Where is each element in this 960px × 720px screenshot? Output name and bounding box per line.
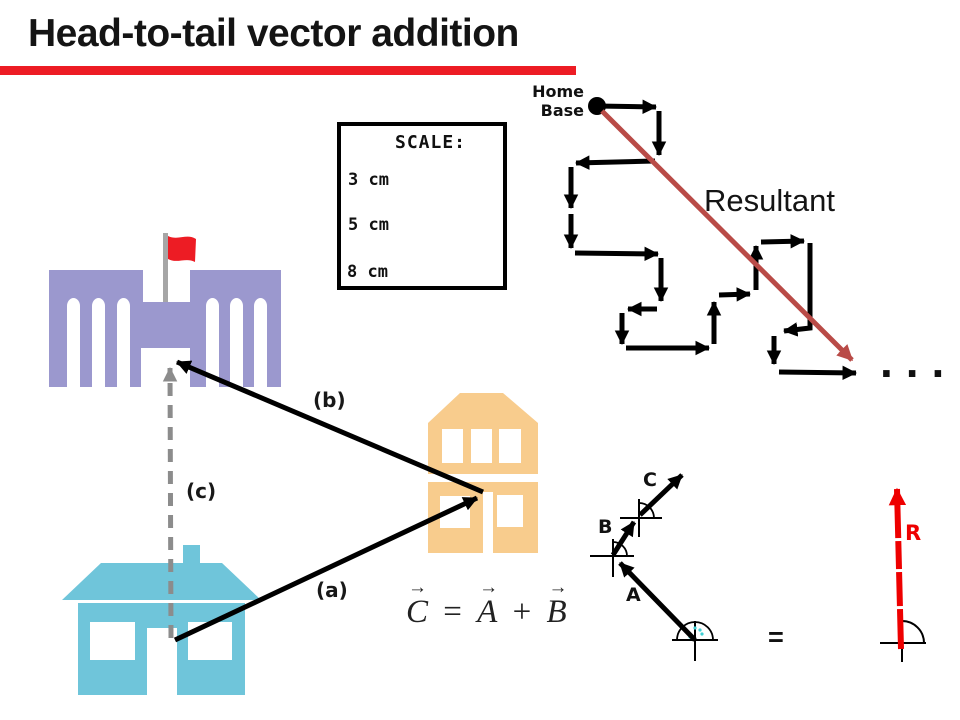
vector-a-term: →A: [477, 577, 499, 630]
scale-item-5cm: 5 cm: [348, 215, 389, 235]
slide-title: Head-to-tail vector addition: [28, 12, 519, 55]
continuation-ellipsis: ...: [880, 335, 958, 387]
component-a-label: A: [626, 584, 641, 606]
vector-arrow-icon: →: [548, 577, 568, 598]
vector-equation: →C = →A + →B: [404, 577, 569, 631]
school-building-graphic: [49, 233, 281, 388]
vector-c-label: (c): [186, 479, 217, 503]
resultant-arrow: [600, 109, 854, 362]
scale-heading: SCALE:: [395, 132, 467, 153]
resultant-r-label: R: [905, 521, 922, 545]
home-base-dot: [588, 97, 606, 115]
plus-sign: +: [512, 594, 532, 630]
equals-sign-diagram: =: [768, 622, 784, 652]
flag-icon: [168, 236, 196, 262]
vector-b-arrow: [176, 359, 484, 495]
protractor-arc: [676, 621, 714, 641]
vector-arrow-icon: →: [479, 577, 499, 598]
component-diagram: [590, 473, 718, 661]
house-graphic: [62, 545, 261, 695]
resultant-r-diagram: [880, 487, 926, 662]
vector-c-dashed-arrow: [162, 367, 178, 639]
resultant-label: Resultant: [704, 183, 835, 218]
equals-sign: =: [443, 594, 462, 630]
component-vector-c: [638, 473, 684, 517]
home-base-label: Home Base: [532, 82, 584, 120]
component-b-label: B: [598, 516, 613, 538]
title-underline: [0, 66, 576, 75]
component-vector-a: [618, 561, 697, 642]
resultant-vector-r: [888, 487, 907, 650]
chimney: [183, 545, 200, 567]
component-c-label: C: [643, 469, 657, 491]
flagpole: [163, 233, 168, 303]
scale-item-8cm: 8 cm: [347, 262, 388, 282]
vector-b-term: →B: [546, 577, 568, 630]
journey-path: [563, 99, 857, 381]
vector-arrow-icon: →: [408, 577, 427, 598]
vector-a-arrow: [173, 495, 479, 643]
scale-box: [337, 122, 507, 290]
vector-a-label: (a): [316, 578, 348, 602]
scale-item-3cm: 3 cm: [348, 170, 389, 190]
component-vector-b: [610, 520, 637, 557]
vector-c-term: →C: [406, 577, 429, 630]
vector-b-label: (b): [313, 388, 346, 412]
angle-arc: [901, 620, 925, 644]
